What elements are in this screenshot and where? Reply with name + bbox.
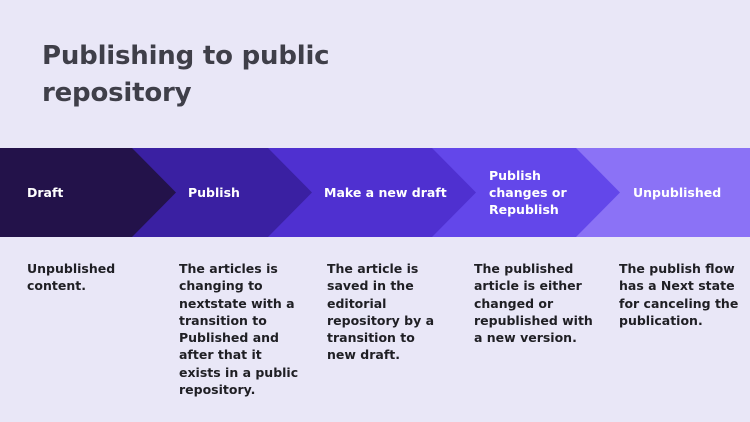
stage-description-publish-changes: The published article is either changed … xyxy=(474,261,593,346)
stage-arrow-publish-changes xyxy=(432,148,620,237)
stage-description-publish: The articles is changing to nextstate wi… xyxy=(179,261,299,398)
stage-label-publish: Publish xyxy=(188,185,240,200)
stage-description-make-new-draft: The article is saved in the editorial re… xyxy=(327,261,435,363)
stage-arrow-make-new-draft xyxy=(268,148,476,237)
page-title: Publishing to public repository xyxy=(42,41,330,108)
stage-arrow-unpublished xyxy=(576,148,750,237)
stage-description-draft: Unpublished content. xyxy=(27,261,116,294)
stage-label-draft: Draft xyxy=(27,185,64,200)
stage-label-unpublished: Unpublished xyxy=(633,185,722,200)
process-arrows xyxy=(0,148,750,237)
stage-label-make-new-draft: Make a new draft xyxy=(324,185,447,200)
stage-label-publish-changes: Publish changes or Republish xyxy=(489,168,567,217)
stage-description-unpublished: The publish flow has a Next state for ca… xyxy=(619,261,739,328)
process-flow: Draft Publish Make a new draft Publish c… xyxy=(0,148,750,237)
stage-arrow-publish xyxy=(132,148,312,237)
stage-arrow-draft xyxy=(0,148,176,237)
